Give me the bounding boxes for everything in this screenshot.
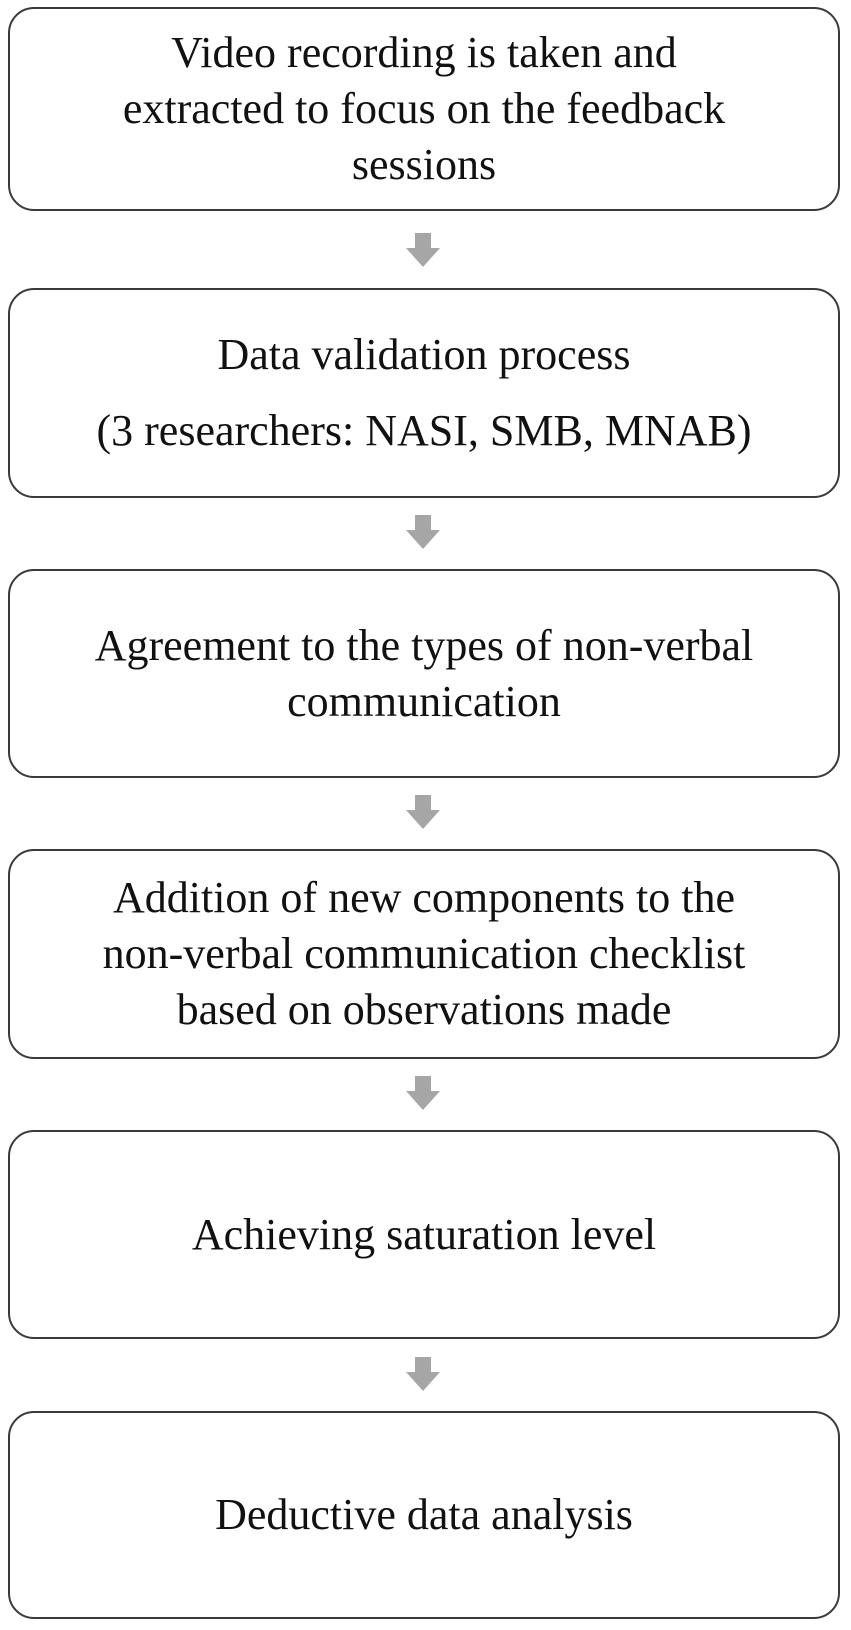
step-text-line: non-verbal communication checklist [102, 929, 746, 978]
step-deductive-analysis: Deductive data analysis [8, 1411, 840, 1619]
step-text-line: Data validation process [217, 330, 631, 379]
step-text-line: Deductive data analysis [215, 1490, 633, 1539]
down-arrow-icon [406, 1076, 440, 1110]
step-addition-components: Addition of new components to the non-ve… [8, 849, 840, 1059]
step-saturation: Achieving saturation level [8, 1130, 840, 1339]
step-text-line: based on observations made [176, 985, 672, 1034]
step-text-line: Addition of new components to the [112, 873, 735, 922]
step-text-line: communication [287, 676, 561, 726]
down-arrow-icon [406, 1357, 440, 1391]
down-arrow-icon [406, 795, 440, 829]
step-text-line: (3 researchers: NASI, SMB, MNAB) [96, 406, 752, 455]
step-text-line: extracted to focus on the feedback [122, 84, 726, 133]
step-text-line: sessions [351, 140, 497, 189]
down-arrow-icon [406, 233, 440, 267]
step-data-validation: Data validation process (3 researchers: … [8, 288, 840, 498]
step-video-recording: Video recording is taken and extracted t… [8, 7, 840, 211]
step-text-line: Video recording is taken and [171, 28, 677, 77]
down-arrow-icon [406, 515, 440, 549]
step-text-line: Agreement to the types of non-verbal [94, 620, 754, 670]
step-text-line: Achieving saturation level [191, 1209, 657, 1259]
step-agreement: Agreement to the types of non-verbal com… [8, 569, 840, 778]
